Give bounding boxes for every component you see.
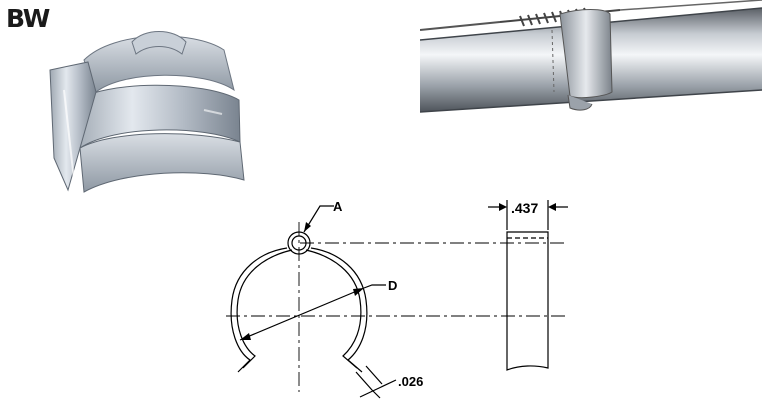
product-code: BW (6, 4, 50, 33)
diameter-line (239, 287, 365, 341)
thickness-dimension-label: .026 (398, 374, 423, 389)
clip-profile (230, 247, 288, 373)
label-d: D (388, 278, 397, 293)
clip-on-tube-photo (420, 0, 762, 118)
label-a: A (333, 199, 343, 214)
clip-product-photo (49, 31, 245, 193)
width-dimension-label: .437 (511, 200, 538, 216)
side-view (506, 231, 549, 371)
leader-a (303, 205, 334, 233)
